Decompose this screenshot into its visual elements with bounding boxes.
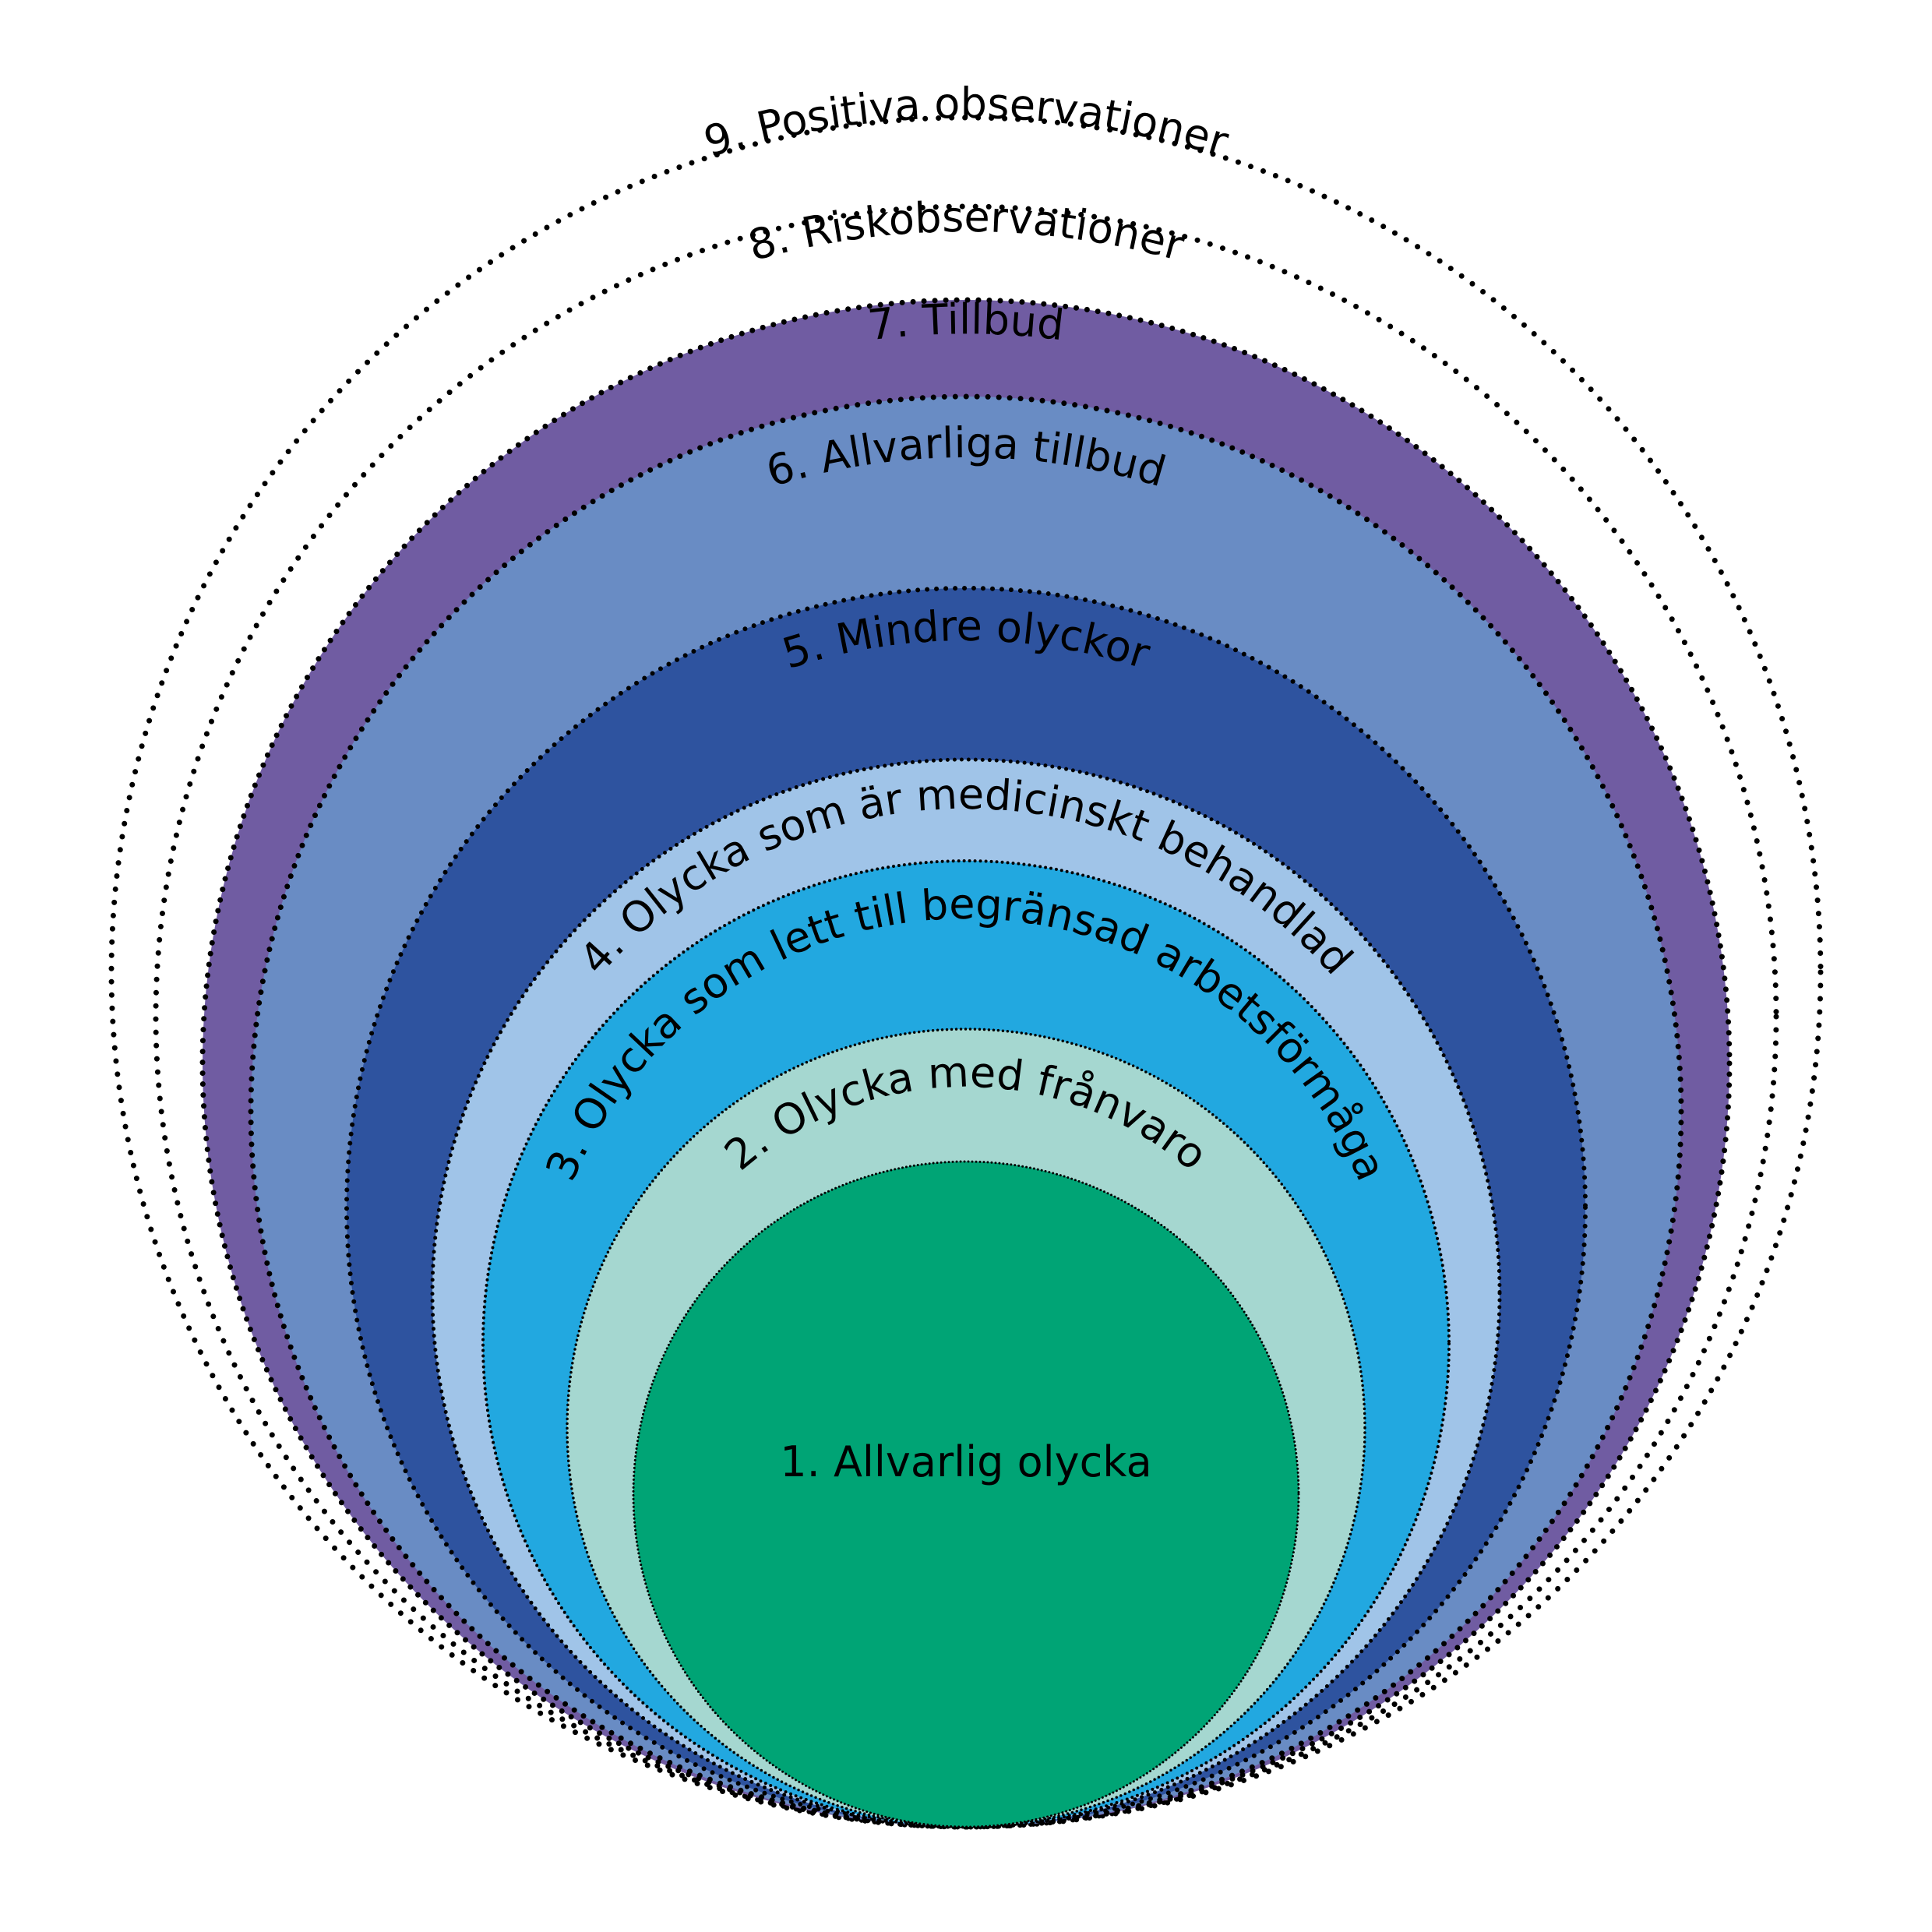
label-8: 8. Riskobservationer — [743, 192, 1190, 271]
label-8-text: 8. Riskobservationer — [743, 192, 1190, 271]
ring-1-allvarlig-olycka — [632, 1160, 1300, 1828]
ring-9-positiva-observationer — [108, 115, 1824, 1830]
label-7: 7. Tillbud — [866, 294, 1066, 350]
label-9: 9. Positiva observationer — [698, 79, 1234, 167]
label-1: 1. Allvarlig olycka — [780, 1437, 1151, 1486]
label-9-text: 9. Positiva observationer — [698, 79, 1234, 167]
label-7-text: 7. Tillbud — [866, 294, 1066, 350]
